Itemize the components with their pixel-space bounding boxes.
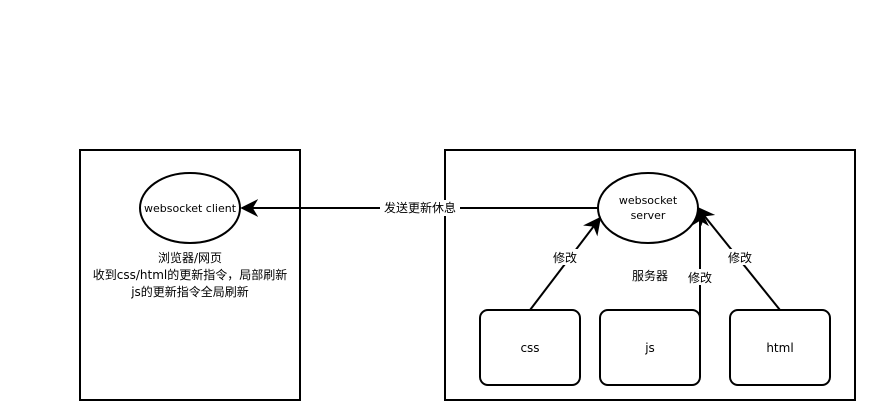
html-edge-label: 修改 [728, 250, 752, 265]
client-container [79, 149, 301, 401]
server-group-label: 服务器 [632, 268, 668, 283]
websocket-server-node [597, 172, 699, 244]
js-edge-label: 修改 [688, 270, 712, 285]
css-file-label: css [520, 341, 539, 355]
websocket-client-node [139, 172, 241, 244]
js-edge-label-bg [685, 269, 715, 285]
js-file-label: js [644, 341, 655, 355]
css-edge-label-bg [550, 249, 580, 265]
message-label-bg [380, 200, 460, 216]
js-file-box [599, 309, 701, 386]
websocket-client-label: websocket client [144, 202, 237, 215]
websocket-server-label-line-1: websocket [619, 194, 678, 207]
css-edge-label: 修改 [553, 250, 577, 265]
client-description-line-1: 浏览器/网页 [158, 250, 222, 265]
html-file-label: html [766, 341, 793, 355]
client-description-line-3: js的更新指令全局刷新 [130, 284, 249, 299]
websocket-server-label-line-2: server [631, 209, 666, 222]
client-description-line-2: 收到css/html的更新指令，局部刷新 [93, 267, 287, 282]
message-label: 发送更新休息 [384, 200, 456, 215]
server-container [444, 149, 856, 401]
html-edge-label-bg [725, 249, 755, 265]
